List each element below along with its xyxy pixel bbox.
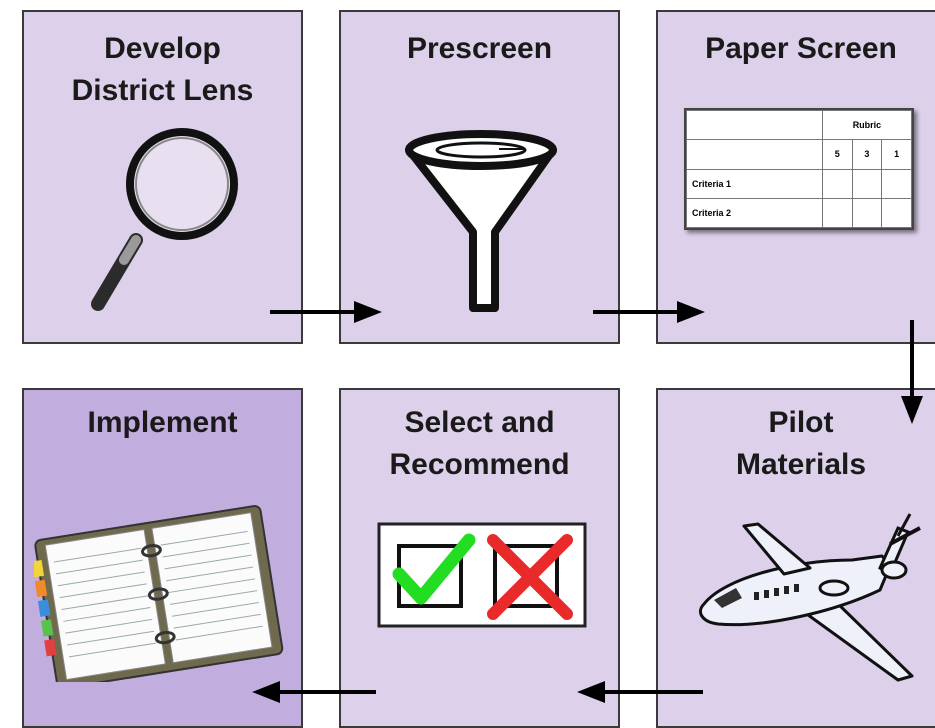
rubric-title: Rubric xyxy=(821,109,913,141)
step-title: Paper Screen xyxy=(658,28,935,70)
arrow-paper-to-pilot xyxy=(901,320,923,424)
step-select-and-recommend: Select and Recommend xyxy=(339,388,620,728)
title-line-1: Develop xyxy=(104,32,221,65)
step-pilot-materials: Pilot Materials xyxy=(656,388,935,728)
step-title: Develop District Lens xyxy=(24,28,301,112)
rubric-score: 3 xyxy=(851,139,883,170)
arrow-develop-to-prescreen xyxy=(270,301,382,323)
rubric-criteria-label: Criteria 2 xyxy=(686,197,823,229)
title-line-1: Select and xyxy=(404,406,555,439)
rubric-cell xyxy=(821,168,853,199)
arrow-pilot-to-select xyxy=(577,681,703,703)
rubric-score: 5 xyxy=(821,139,853,170)
rubric-corner xyxy=(686,109,823,141)
funnel-icon xyxy=(405,130,557,312)
title-line-1: Paper Screen xyxy=(705,32,897,65)
rubric-cell xyxy=(821,197,853,229)
title-line-1: Implement xyxy=(87,406,238,439)
check-and-x-icon xyxy=(377,522,587,628)
step-prescreen: Prescreen xyxy=(339,10,620,344)
step-title: Pilot Materials xyxy=(658,402,935,486)
title-line-2: District Lens xyxy=(71,74,254,107)
rubric-cell xyxy=(851,168,883,199)
check-mark-icon xyxy=(392,533,476,605)
rubric-criteria-label: Criteria 1 xyxy=(686,168,823,199)
arrow-prescreen-to-paper xyxy=(593,301,705,323)
step-develop-district-lens: Develop District Lens xyxy=(22,10,303,344)
planner-icon xyxy=(34,505,284,682)
airplane-icon xyxy=(699,513,921,682)
arrow-select-to-implement xyxy=(252,681,376,703)
rubric-blank xyxy=(686,139,823,170)
rubric-table: Rubric 5 3 1 Criteria 1 Criteria 2 xyxy=(684,108,914,230)
rubric-score: 1 xyxy=(881,139,912,170)
step-title: Prescreen xyxy=(341,28,618,70)
title-line-1: Pilot xyxy=(768,406,834,439)
rubric-cell xyxy=(851,197,883,229)
step-paper-screen: Paper Screen Rubric 5 3 1 Criteria 1 Cri… xyxy=(656,10,935,344)
rubric-cell xyxy=(881,197,912,229)
title-line-1: Prescreen xyxy=(406,32,553,65)
step-title: Implement xyxy=(24,402,301,444)
magnifying-glass-icon xyxy=(91,128,238,311)
title-line-2: Recommend xyxy=(389,448,570,481)
rubric-cell xyxy=(881,168,912,199)
step-implement: Implement xyxy=(22,388,303,728)
step-title: Select and Recommend xyxy=(341,402,618,486)
title-line-2: Materials xyxy=(735,448,867,481)
